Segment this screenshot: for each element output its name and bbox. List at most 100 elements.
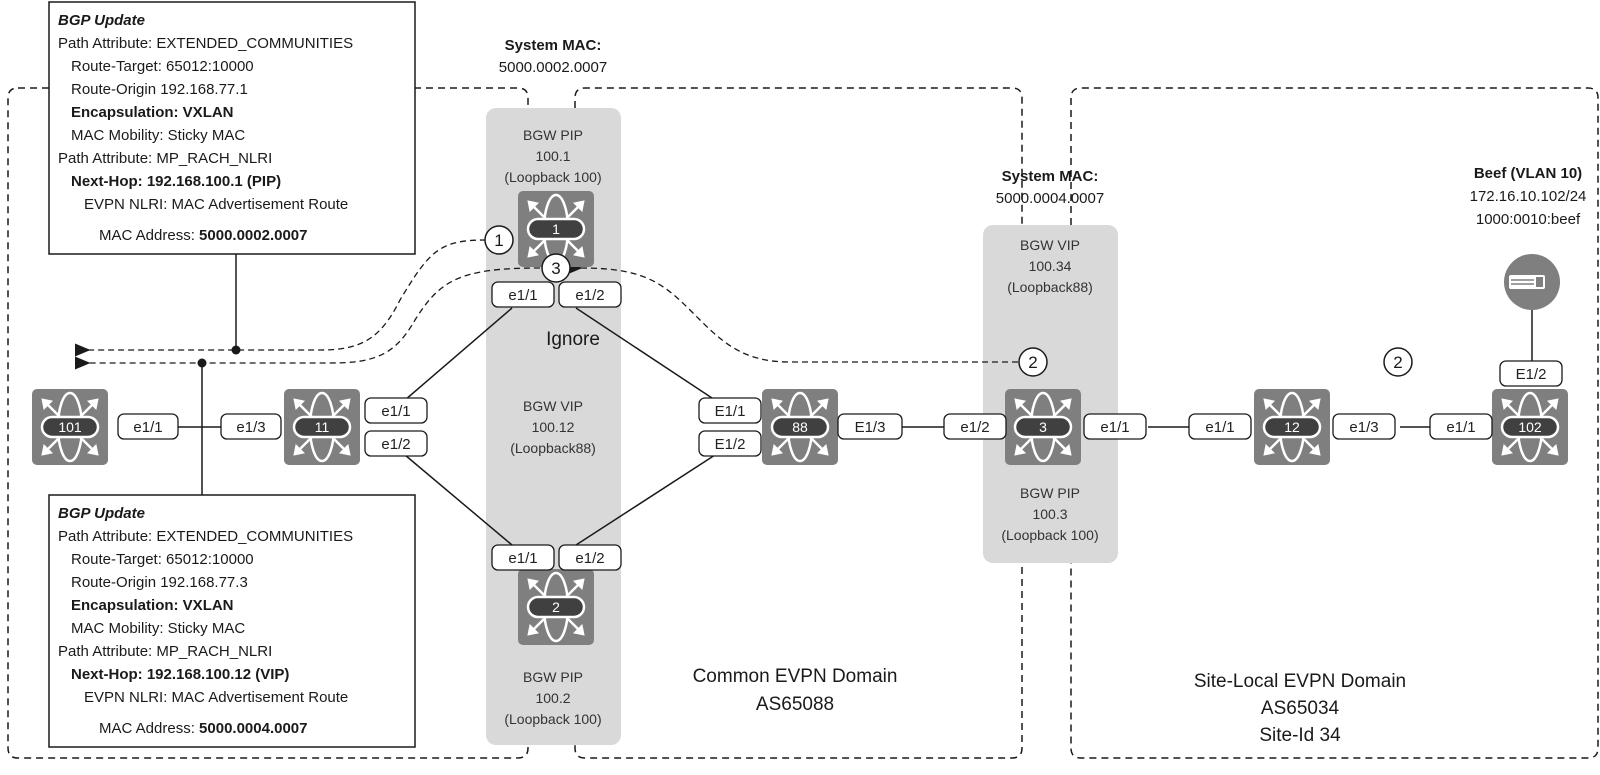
site-domain-name: Site-Local EVPN Domain — [1194, 671, 1406, 692]
svg-text:3: 3 — [551, 259, 560, 278]
domain-boundary-site-local — [1070, 87, 1599, 759]
svg-text:88: 88 — [792, 419, 808, 435]
switch-11[interactable]: 11 — [282, 387, 362, 467]
bgp-update-line: Path Attribute: MP_RACH_NLRI — [58, 643, 272, 660]
flow-update-1 — [74, 239, 487, 357]
bgw1-top-loopback: (Loopback 100) — [504, 169, 601, 185]
port-label-s102-e12: E1/2 — [1499, 360, 1563, 387]
domain-boundary-left — [7, 87, 529, 759]
link-11-2 — [404, 454, 513, 546]
port-label-s88-e11: E1/1 — [698, 397, 762, 424]
port-label-s3-e12: e1/2 — [943, 413, 1007, 440]
switch-2[interactable]: 2 — [516, 567, 596, 647]
svg-text:3: 3 — [1039, 419, 1047, 435]
bgw1-bottom-ip: 100.2 — [535, 690, 570, 706]
marker-2-site: 2 — [1383, 347, 1413, 377]
bgp-update-bottom-mac: MAC Address: 5000.0004.0007 — [99, 720, 308, 737]
bgp-update-line: Next-Hop: 192.168.100.1 (PIP) — [71, 173, 281, 190]
port-label-s88-e12: E1/2 — [698, 430, 762, 457]
port-label-s11-e11: e1/1 — [364, 397, 428, 424]
port-label-s2-e11: e1/1 — [491, 544, 555, 571]
system-mac-1-label: System MAC: — [505, 37, 602, 54]
bgw1-vip-loopback: (Loopback88) — [510, 440, 596, 456]
svg-text:102: 102 — [1518, 419, 1542, 435]
svg-text:e1/1: e1/1 — [508, 287, 537, 304]
domain-boundary-common — [574, 87, 1023, 759]
port-label-s12-e13: e1/3 — [1332, 413, 1396, 440]
svg-text:e1/3: e1/3 — [1349, 419, 1378, 436]
bgp-update-line: Next-Hop: 192.168.100.12 (VIP) — [71, 666, 289, 683]
marker-1: 1 — [484, 225, 514, 255]
svg-text:e1/1: e1/1 — [1446, 419, 1475, 436]
svg-text:e1/2: e1/2 — [381, 436, 410, 453]
port-label-s11-e12: e1/2 — [364, 430, 428, 457]
bgw2-top-loopback: (Loopback88) — [1007, 279, 1093, 295]
switch-102[interactable]: 102 — [1490, 387, 1570, 467]
switch-3[interactable]: 3 — [1003, 387, 1083, 467]
bgw1-top-role: BGW PIP — [523, 127, 583, 143]
links — [177, 254, 1533, 546]
bgp-update-line: MAC Mobility: Sticky MAC — [71, 127, 245, 144]
site-domain-id: Site-Id 34 — [1259, 725, 1341, 746]
system-mac-2-label: System MAC: — [1002, 168, 1099, 185]
port-label-s88-e13: E1/3 — [837, 413, 903, 440]
bgp-update-line: Path Attribute: EXTENDED_COMMUNITIES — [58, 528, 353, 545]
svg-text:e1/2: e1/2 — [960, 419, 989, 436]
bgw2-bottom-role: BGW PIP — [1020, 485, 1080, 501]
host-beef[interactable] — [1504, 254, 1560, 310]
common-domain-as: AS65088 — [756, 694, 834, 715]
svg-text:2: 2 — [1028, 353, 1037, 372]
svg-text:2: 2 — [1393, 353, 1402, 372]
bgp-update-line: MAC Mobility: Sticky MAC — [71, 620, 245, 637]
switch-12[interactable]: 12 — [1252, 387, 1332, 467]
bgp-update-line: Route-Origin 192.168.77.3 — [71, 574, 248, 591]
ignore-label: Ignore — [546, 329, 600, 350]
svg-text:101: 101 — [58, 419, 82, 435]
bgw2-bottom-loopback: (Loopback 100) — [1001, 527, 1098, 543]
bgp-update-line: Encapsulation: VXLAN — [71, 597, 234, 614]
svg-text:2: 2 — [552, 599, 560, 615]
host-ipv4: 172.16.10.102/24 — [1470, 188, 1587, 205]
system-mac-1-value: 5000.0002.0007 — [499, 59, 607, 76]
svg-text:e1/1: e1/1 — [133, 419, 162, 436]
bgw2-top-role: BGW VIP — [1020, 237, 1080, 253]
svg-text:E1/2: E1/2 — [715, 436, 746, 453]
svg-text:1: 1 — [552, 221, 560, 237]
bgp-update-line: Path Attribute: EXTENDED_COMMUNITIES — [58, 35, 353, 52]
host-name: Beef (VLAN 10) — [1474, 165, 1582, 182]
svg-text:E1/2: E1/2 — [1516, 366, 1547, 383]
host-mac: 1000:0010:beef — [1476, 211, 1581, 228]
link-2-88 — [575, 454, 716, 546]
bgp-update-box-top: BGP Update Path Attribute: EXTENDED_COMM… — [48, 1, 416, 255]
marker-2-bgw: 2 — [1018, 347, 1048, 377]
switch-1[interactable]: 1 — [516, 189, 596, 269]
bgp-update-line: Route-Target: 65012:10000 — [71, 58, 254, 75]
svg-text:E1/3: E1/3 — [855, 419, 886, 436]
bgw1-bottom-loopback: (Loopback 100) — [504, 711, 601, 727]
svg-text:e1/1: e1/1 — [1100, 419, 1129, 436]
common-domain-name: Common EVPN Domain — [693, 666, 898, 687]
port-label-s1-e11: e1/1 — [491, 281, 555, 308]
bgw1-vip-ip: 100.12 — [532, 419, 575, 435]
port-label-s2-e12: e1/2 — [558, 544, 622, 571]
switch-101[interactable]: 101 — [30, 387, 110, 467]
bgp-update-box-bottom: BGP Update Path Attribute: EXTENDED_COMM… — [48, 494, 416, 748]
link-1-88 — [575, 307, 716, 401]
svg-text:e1/3: e1/3 — [236, 419, 265, 436]
bgp-update-bottom-title: BGP Update — [58, 505, 145, 522]
site-domain-as: AS65034 — [1261, 698, 1340, 719]
bgw1-bottom-role: BGW PIP — [523, 669, 583, 685]
svg-text:e1/1: e1/1 — [381, 403, 410, 420]
svg-text:1: 1 — [494, 231, 503, 250]
port-label-s101-e11: e1/1 — [117, 413, 179, 440]
marker-3: 3 — [541, 253, 571, 283]
bgp-update-line: Route-Origin 192.168.77.1 — [71, 81, 248, 98]
switch-88[interactable]: 88 — [760, 387, 840, 467]
bgp-update-line: EVPN NLRI: MAC Advertisement Route — [84, 689, 348, 706]
port-label-s102-e11: e1/1 — [1429, 413, 1493, 440]
bgp-update-line: Route-Target: 65012:10000 — [71, 551, 254, 568]
callout-dot-top — [231, 345, 241, 355]
bgp-update-top-mac: MAC Address: 5000.0002.0007 — [99, 227, 308, 244]
svg-text:e1/1: e1/1 — [508, 550, 537, 567]
